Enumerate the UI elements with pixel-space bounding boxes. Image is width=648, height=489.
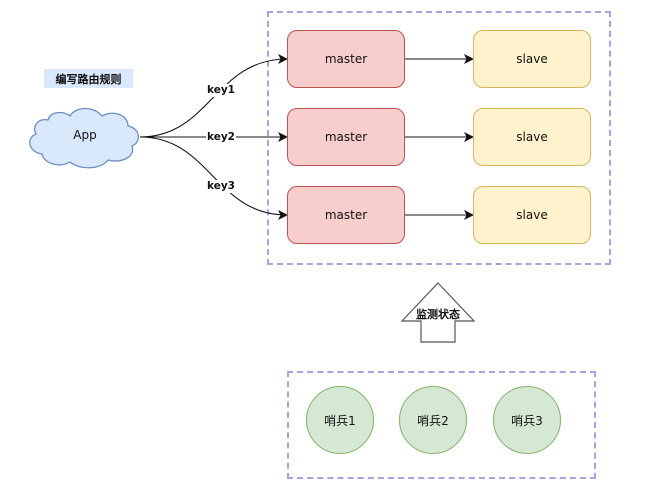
app-cloud-icon — [29, 107, 139, 169]
key-label-3: key3 — [206, 180, 236, 193]
monitor-status-label: 监测状态 — [416, 308, 460, 321]
master-node-2: master — [287, 108, 405, 166]
sentinel-node-1: 哨兵1 — [306, 386, 374, 454]
routing-rule-label: 编写路由规则 — [44, 69, 133, 88]
slave-node-2: slave — [473, 108, 591, 166]
sentinel-node-2: 哨兵2 — [399, 386, 467, 454]
connector-key1 — [139, 54, 288, 138]
slave-node-3: slave — [473, 186, 591, 244]
connector-key3 — [139, 136, 288, 220]
master-node-1: master — [287, 30, 405, 88]
key-label-2: key2 — [206, 131, 236, 144]
slave-node-1: slave — [473, 30, 591, 88]
master-node-3: master — [287, 186, 405, 244]
monitor-up-arrow-icon — [400, 282, 476, 343]
sentinel-node-3: 哨兵3 — [493, 386, 561, 454]
key-label-1: key1 — [206, 84, 236, 97]
app-label: App — [73, 128, 97, 142]
